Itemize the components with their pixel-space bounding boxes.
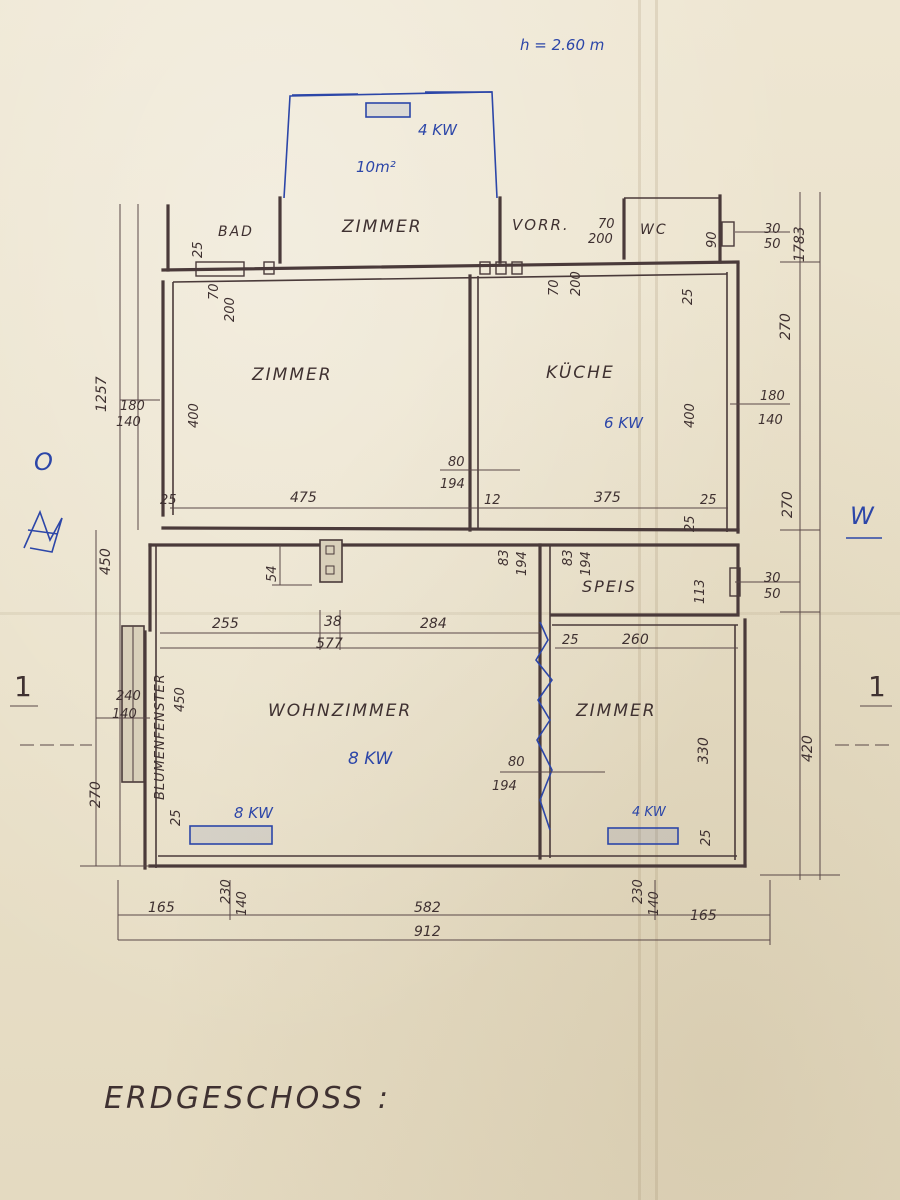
room-label-kueche: KÜCHE — [546, 361, 615, 383]
compass-east: O — [34, 448, 53, 476]
blue-pen-mark — [535, 621, 553, 831]
dim-z-25b: 25 — [699, 829, 714, 846]
height-note: h = 2.60 m — [520, 36, 604, 54]
dim-bad-door-70: 70 — [207, 283, 222, 300]
dim-speis-door-194: 194 — [579, 551, 594, 576]
dim-blumenfenster-240: 240 — [116, 689, 141, 704]
drawing-title: ERDGESCHOSS : — [104, 1081, 391, 1116]
room-label-bad: BAD — [218, 224, 254, 240]
radiator-zimmer — [607, 827, 679, 845]
dim-zimmer-window-140: 140 — [116, 415, 141, 430]
dim-bottom-window-b2: 140 — [647, 891, 662, 916]
kueche-heater-label: 6 KW — [604, 414, 644, 432]
dim-z-330: 330 — [696, 737, 712, 764]
interior-walls — [148, 274, 740, 860]
dim-door-194b: 194 — [492, 779, 517, 794]
room-label-zimmer-small: ZIMMER — [575, 701, 657, 721]
dim-bad-door-200: 200 — [223, 297, 238, 322]
dim-wz-284: 284 — [420, 616, 447, 632]
dim-bottom-window-a1: 230 — [219, 879, 234, 904]
paper-fold — [0, 612, 900, 615]
dim-hall-door-194: 194 — [515, 551, 530, 576]
dim-top-window-30: 30 — [764, 222, 781, 237]
dim-kueche-400: 400 — [683, 403, 698, 428]
dim-right-420: 420 — [800, 735, 816, 762]
dim-speis-window-50: 50 — [764, 587, 781, 602]
section-mark-right: 1 — [868, 670, 886, 703]
dim-flue-54: 54 — [265, 565, 280, 582]
wohnzimmer-heater-label: 8 KW — [348, 749, 393, 769]
dim-row-25a: 25 — [160, 493, 177, 508]
wohnzimmer-radiator-label: 8 KW — [234, 804, 274, 822]
room-label-zimmer-main: ZIMMER — [251, 365, 333, 385]
paper-fold — [655, 0, 658, 1200]
dim-wz-38: 38 — [324, 614, 342, 630]
zimmer-radiator-label: 4 KW — [632, 805, 667, 820]
dim-blumenfenster-140: 140 — [112, 707, 137, 722]
dim-blumenfenster-450: 450 — [173, 687, 188, 712]
dim-bottom-165a: 165 — [148, 900, 175, 916]
dim-bottom-912: 912 — [414, 924, 441, 940]
dimension-lines — [80, 192, 840, 945]
room-label-vorr: VORR. — [512, 216, 570, 234]
dim-vorr-door-200: 200 — [569, 271, 584, 296]
room-label-wc: WC — [640, 222, 668, 238]
dim-zimmer-400: 400 — [187, 403, 202, 428]
compass-scribble — [23, 509, 63, 553]
dim-row-25b: 25 — [700, 493, 717, 508]
dim-row-12: 12 — [484, 493, 501, 508]
dim-bottom-165b: 165 — [690, 908, 717, 924]
dim-left-270: 270 — [88, 781, 104, 808]
balcony-outline — [283, 91, 498, 199]
dim-wc-70: 70 — [598, 217, 615, 232]
dim-wc-200: 200 — [588, 232, 613, 247]
dim-kueche-25: 25 — [681, 288, 696, 305]
dim-door-80b: 80 — [508, 755, 525, 770]
dim-speis-25: 25 — [683, 515, 698, 532]
room-label-speis: SPEIS — [582, 577, 637, 596]
dim-wc-90: 90 — [705, 231, 720, 248]
dim-wz-255: 255 — [212, 616, 239, 632]
dim-right-270a: 270 — [778, 313, 794, 340]
dim-top-window-50: 50 — [764, 237, 781, 252]
dim-row-475: 475 — [290, 490, 317, 506]
balcony-heater-label: 4 KW — [418, 121, 458, 139]
dim-z-25: 25 — [562, 633, 579, 648]
blumenfenster-label: BLUMENFENSTER — [153, 673, 168, 800]
dim-left-1257: 1257 — [94, 376, 110, 412]
compass-west: W — [850, 502, 875, 530]
dim-bottom-window-b1: 230 — [631, 879, 646, 904]
dim-speis-113: 113 — [693, 579, 708, 604]
dim-kueche-window-140: 140 — [758, 413, 783, 428]
dim-right-1783: 1783 — [792, 226, 808, 262]
dim-kueche-window-180: 180 — [760, 389, 785, 404]
dim-left-450: 450 — [98, 548, 114, 575]
dim-zimmer-window-180: 180 — [120, 399, 145, 414]
dim-vorr-door-70: 70 — [547, 279, 562, 296]
dim-row-375: 375 — [594, 490, 621, 506]
section-mark-left: 1 — [14, 670, 32, 703]
dim-right-270b: 270 — [780, 491, 796, 518]
radiator-wohnzimmer — [189, 825, 273, 845]
dim-bottom-582: 582 — [414, 900, 441, 916]
dim-z-260: 260 — [622, 632, 649, 648]
openings — [121, 221, 741, 783]
dim-wz-577: 577 — [316, 636, 343, 652]
dim-door-194a: 194 — [440, 477, 465, 492]
dim-speis-door-83: 83 — [561, 549, 576, 566]
room-label-zimmer-top: ZIMMER — [341, 217, 423, 237]
section-marks — [10, 705, 892, 746]
balcony-area-label: 10m² — [356, 158, 396, 176]
dim-door-80a: 80 — [448, 455, 465, 470]
exterior-walls — [143, 194, 747, 870]
dim-bad-25: 25 — [191, 241, 206, 258]
dim-wz-25: 25 — [169, 809, 184, 826]
room-label-wohnzimmer: WOHNZIMMER — [268, 701, 412, 721]
dim-bottom-window-a2: 140 — [235, 891, 250, 916]
dim-hall-door-83: 83 — [497, 549, 512, 566]
dim-speis-window-30: 30 — [764, 571, 781, 586]
paper-fold — [638, 0, 641, 1200]
